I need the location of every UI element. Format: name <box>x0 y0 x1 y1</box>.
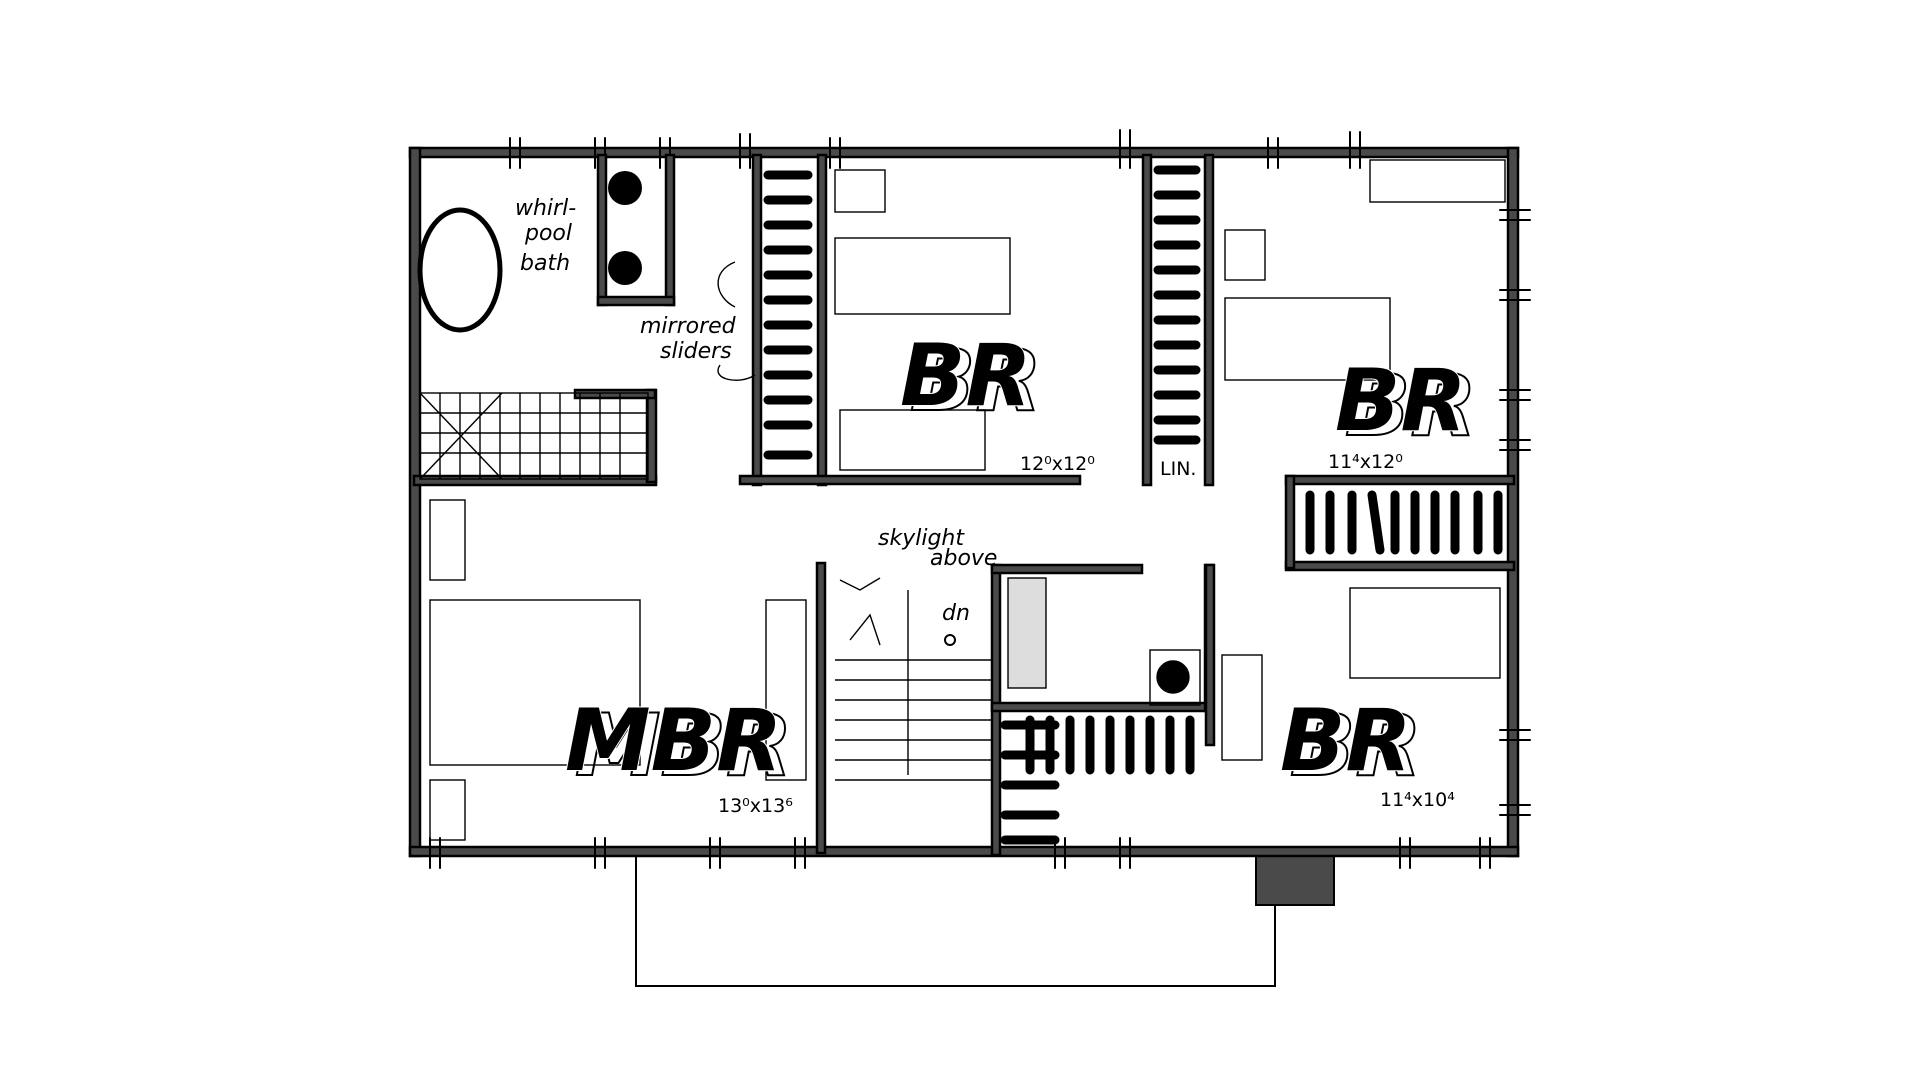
shower-grid <box>419 392 649 480</box>
note-whirlpool-line2: pool <box>524 221 572 246</box>
room-label-mbr: MBR <box>565 691 782 791</box>
chimney <box>1255 850 1335 906</box>
room-label-br2: BR <box>1335 351 1467 451</box>
note-whirlpool-line3: bath <box>520 251 570 276</box>
room-size-mbr: 13⁰x13⁶ <box>718 795 793 817</box>
sink-icon <box>608 171 642 205</box>
stair-arrow-dot <box>944 634 956 646</box>
note-mirrored-sliders-line1: mirrored <box>640 314 737 339</box>
room-label-br2-shadow: BR <box>1345 356 1477 456</box>
sink-icon <box>608 251 642 285</box>
closet-hall <box>1000 715 1195 845</box>
interior-walls <box>412 153 1516 857</box>
note-stair-down: dn <box>942 601 970 626</box>
room-size-br3: 11⁴x10⁴ <box>1380 789 1455 811</box>
whirlpool-tub <box>417 207 503 333</box>
leader-arrows <box>717 261 756 381</box>
note-whirlpool-line1: whirl- <box>515 196 576 221</box>
room-label-br3-shadow: BR <box>1290 696 1422 796</box>
closet-br2 <box>1153 165 1201 445</box>
note-mirrored-sliders-line2: sliders <box>660 339 732 364</box>
porch-outline <box>635 850 1276 987</box>
room-label-br3: BR <box>1280 691 1412 791</box>
stairs <box>835 577 992 781</box>
room-size-br2: 11⁴x12⁰ <box>1328 451 1403 473</box>
closet-br1 <box>763 170 813 460</box>
window-marks <box>429 129 1531 869</box>
furniture-outlines <box>429 159 1506 841</box>
room-label-br1-shadow: BR <box>910 331 1042 431</box>
room-label-mbr-shadow: MBR <box>575 696 792 796</box>
note-skylight-line1: skylight <box>878 526 965 551</box>
closet-br3 <box>1305 490 1503 555</box>
room-label-br1: BR <box>900 326 1032 426</box>
room-size-br1: 12⁰x12⁰ <box>1020 453 1095 475</box>
note-skylight-line2: above <box>930 546 997 571</box>
note-linen: LIN. <box>1160 458 1196 480</box>
exterior-walls <box>408 146 1520 858</box>
